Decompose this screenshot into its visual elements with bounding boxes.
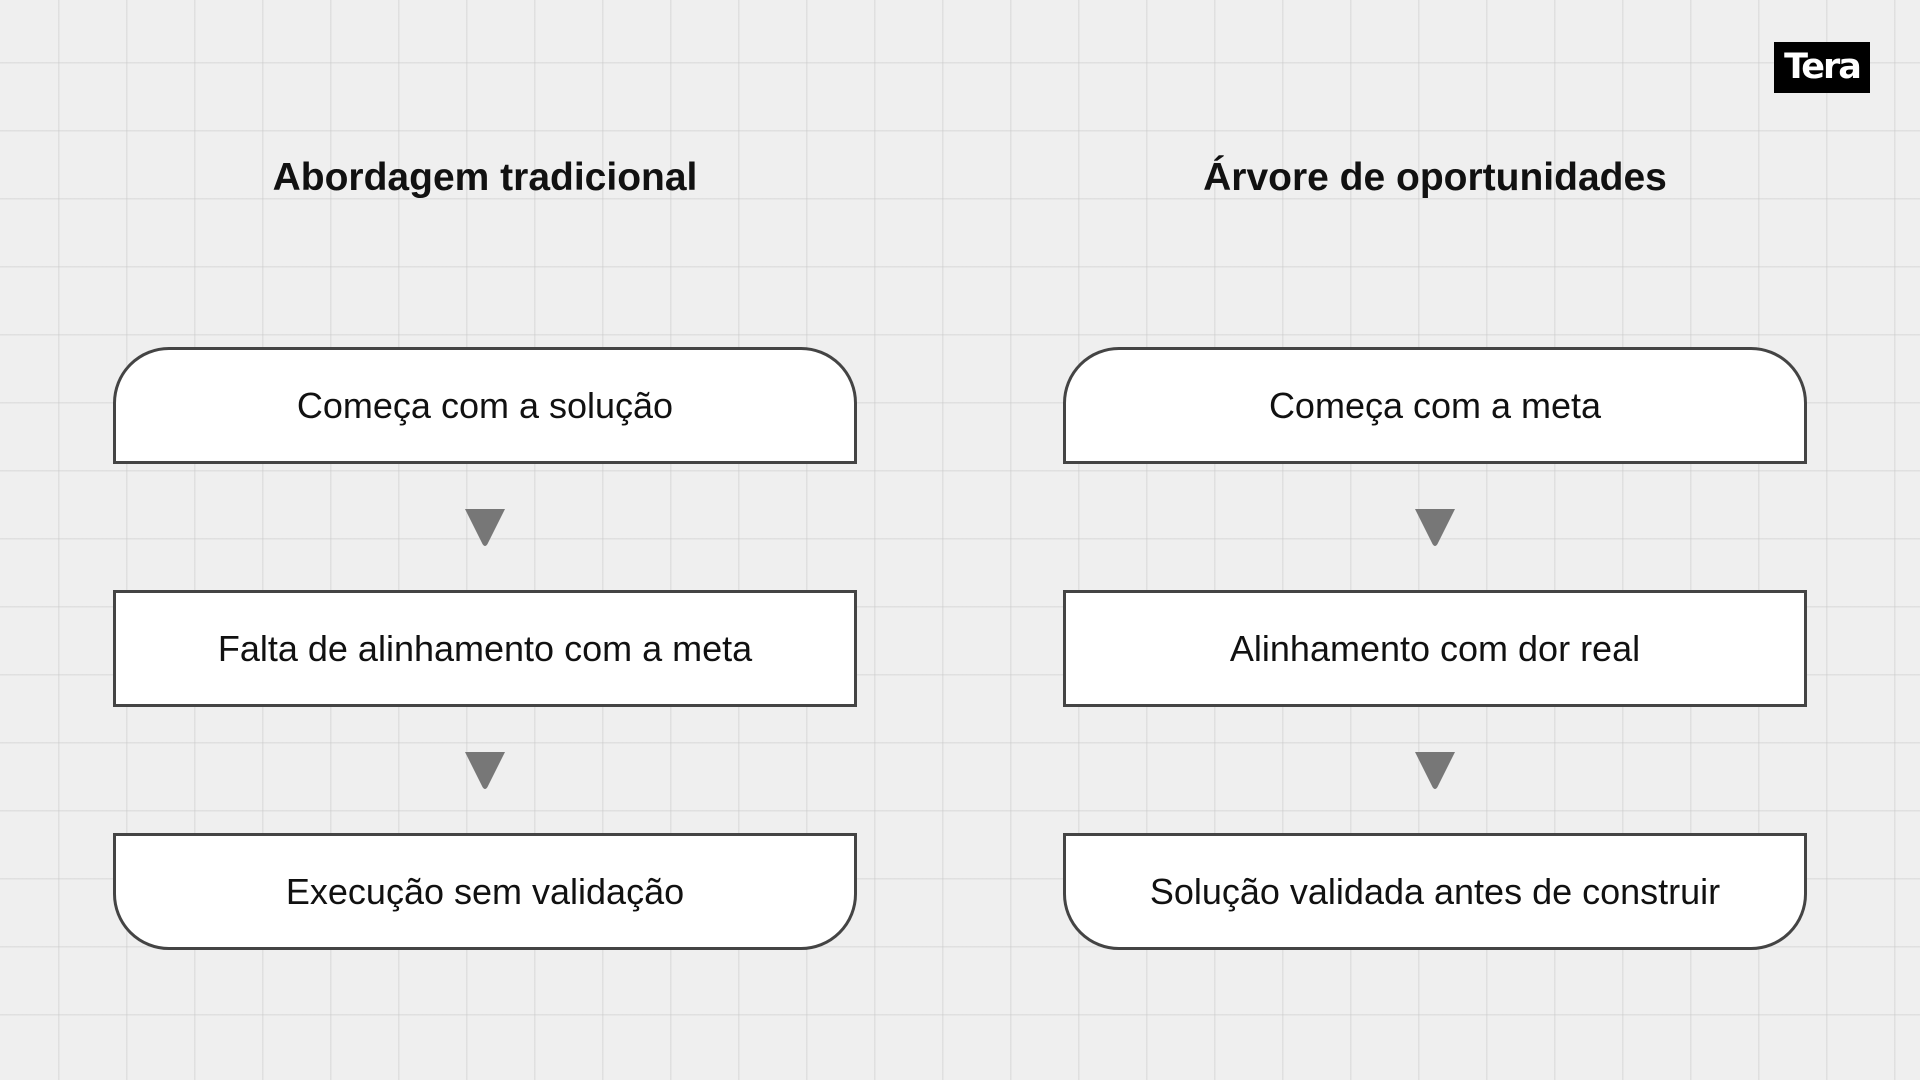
traditional-step-2: Falta de alinhamento com a meta: [113, 590, 857, 707]
traditional-approach-column: Abordagem tradicional Começa com a soluç…: [113, 0, 857, 1080]
triangle-down-icon: [1415, 509, 1455, 546]
opportunity-step-3: Solução validada antes de construir: [1063, 833, 1807, 950]
triangle-down-icon: [465, 752, 505, 789]
traditional-step-1: Começa com a solução: [113, 347, 857, 464]
traditional-step-3: Execução sem validação: [113, 833, 857, 950]
tera-logo: Tera: [1774, 42, 1870, 93]
opportunity-step-2: Alinhamento com dor real: [1063, 590, 1807, 707]
opportunity-step-1: Começa com a meta: [1063, 347, 1807, 464]
triangle-down-icon: [465, 509, 505, 546]
triangle-down-icon: [1415, 752, 1455, 789]
traditional-approach-title: Abordagem tradicional: [272, 156, 698, 199]
opportunity-tree-title: Árvore de oportunidades: [1203, 156, 1667, 199]
opportunity-tree-column: Árvore de oportunidades Começa com a met…: [1063, 0, 1807, 1080]
